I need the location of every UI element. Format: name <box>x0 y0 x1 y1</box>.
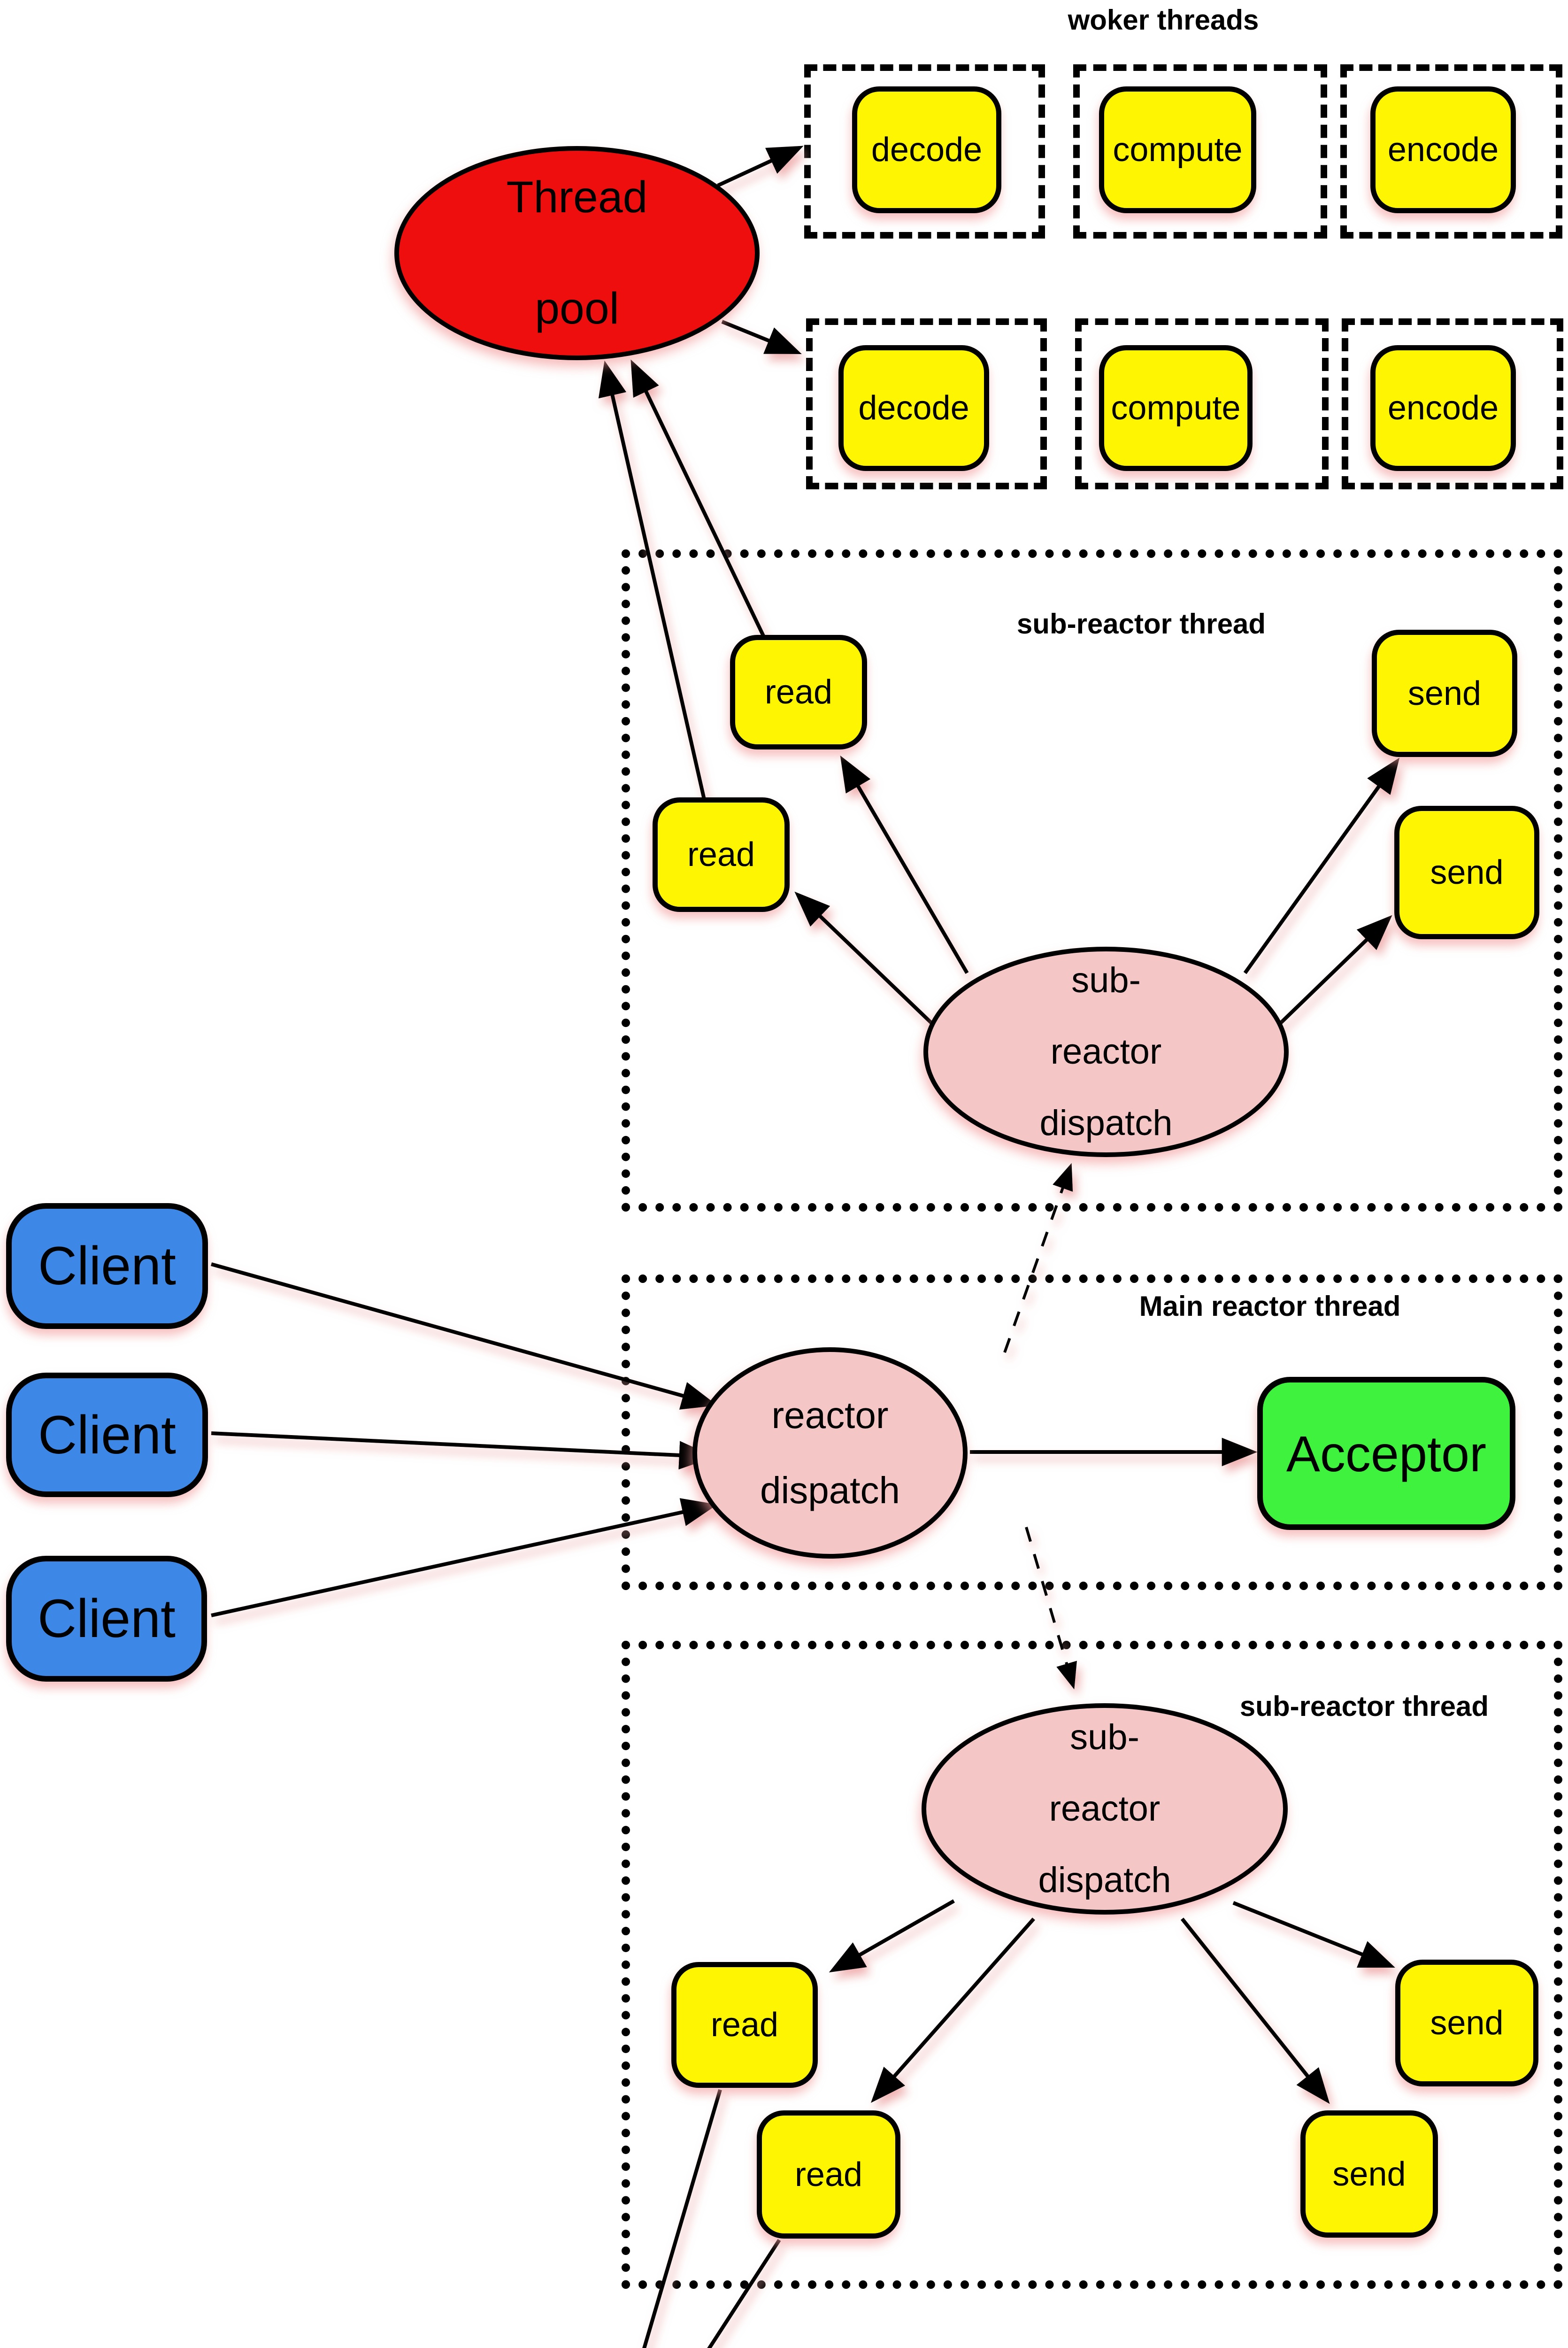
send-box: send <box>1394 806 1539 939</box>
task-box-compute: compute <box>1099 86 1256 213</box>
sub-reactor-box-top <box>622 549 1562 1212</box>
arrow-read1-to-toppool <box>630 359 767 640</box>
arrow-subdispatch-to-read1 <box>840 755 969 974</box>
sub-reactor-bottom-label: sub-reactor thread <box>1239 1690 1489 1722</box>
worker-cell <box>1073 64 1327 239</box>
arrow-subdispatch-to-read2 <box>794 891 937 1028</box>
arrow-bsubdispatch-to-read2 <box>870 1917 1035 2103</box>
arrow-read2-to-toppool <box>598 360 706 800</box>
task-box-decode: decode <box>852 86 1001 213</box>
read-box: read <box>730 635 867 749</box>
arrow-subdispatch-to-send1 <box>1243 757 1400 974</box>
sub-reactor-dispatch-ellipse-bottom: sub- reactor dispatch <box>922 1703 1288 1915</box>
task-box-encode: encode <box>1370 345 1516 471</box>
worker-cell <box>1342 318 1563 489</box>
arrow-bsubdispatch-to-read1 <box>829 1899 955 1973</box>
arrow-toppool-to-row1 <box>717 146 804 187</box>
client-box: Client <box>6 1203 208 1329</box>
arrow-subdispatch-to-send2 <box>1276 915 1392 1028</box>
thread-pool-ellipse-top: Thread pool <box>394 146 760 360</box>
read-box: read <box>653 797 790 912</box>
client-box: Client <box>6 1556 207 1682</box>
client-box: Client <box>6 1373 208 1497</box>
task-box-compute: compute <box>1099 345 1253 471</box>
arrow-bsubdispatch-to-send2 <box>1180 1917 1330 2104</box>
worker-cell <box>1340 64 1562 239</box>
read-box: read <box>671 1962 818 2088</box>
arrow-client2-to-reactor <box>211 1431 715 1470</box>
worker-cell <box>1075 318 1329 489</box>
send-box: send <box>1300 2110 1438 2238</box>
worker-cell <box>806 318 1047 489</box>
worker-threads-bottom-label: woker threads <box>995 2343 1277 2348</box>
arrow-bread1-to-bottompool <box>642 2089 722 2348</box>
arrow-bsubdispatch-to-send1 <box>1232 1901 1395 1968</box>
read-box: read <box>757 2110 900 2239</box>
sub-reactor-top-label: sub-reactor thread <box>1016 608 1266 640</box>
send-box: send <box>1372 630 1517 757</box>
task-box-decode: decode <box>838 345 989 471</box>
acceptor-box: Acceptor <box>1257 1377 1515 1530</box>
task-box-encode: encode <box>1370 86 1516 213</box>
arrow-reactor-to-top-subreactor <box>1003 1163 1073 1353</box>
main-reactor-label: Main reactor thread <box>1139 1290 1401 1322</box>
arrow-client1-to-reactor <box>210 1262 718 1410</box>
send-box: send <box>1395 1960 1538 2086</box>
sub-reactor-box-bottom <box>622 1641 1562 2289</box>
reactor-dispatch-ellipse: reactor dispatch <box>692 1347 968 1559</box>
worker-cell <box>804 64 1045 239</box>
arrow-client3-to-reactor <box>211 1498 718 1617</box>
arrow-toppool-to-row2 <box>721 320 802 355</box>
main-reactor-box <box>622 1274 1562 1590</box>
arrow-bread2-to-bottompool <box>707 2239 781 2348</box>
sub-reactor-dispatch-ellipse-top: sub- reactor dispatch <box>923 947 1289 1157</box>
worker-threads-top-label: woker threads <box>1068 4 1259 36</box>
arrow-reactor-to-bottom-subreactor <box>1025 1527 1077 1690</box>
